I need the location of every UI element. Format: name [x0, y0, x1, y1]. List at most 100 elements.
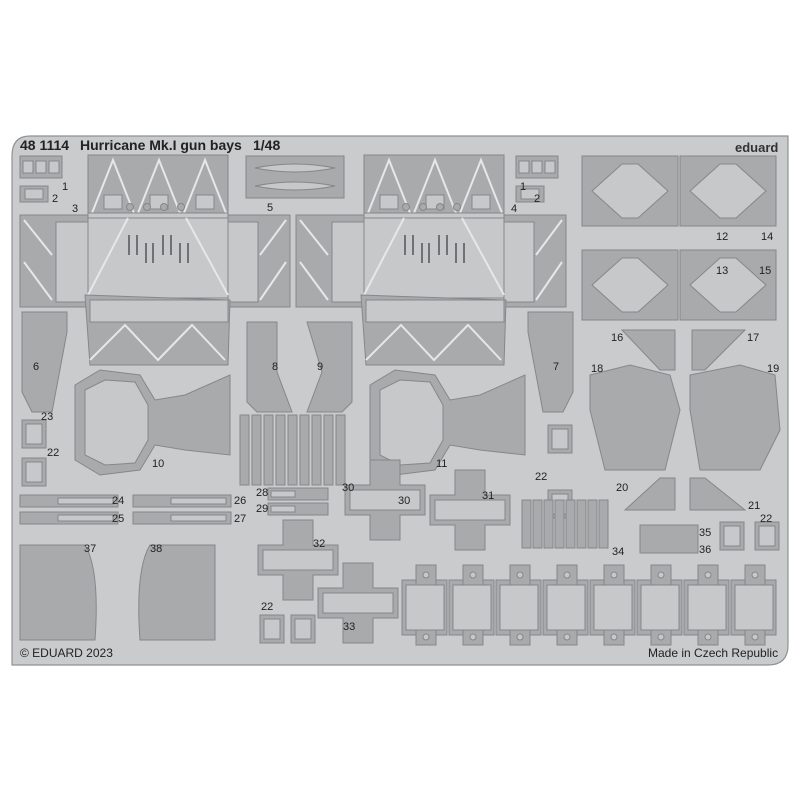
part-detail: [471, 194, 491, 210]
part-detail: [436, 203, 444, 211]
part-number-label: 21: [748, 500, 760, 512]
part-detail: [89, 323, 226, 362]
part-detail: [24, 188, 44, 200]
comb-tooth: [323, 414, 334, 486]
part-detail: [563, 633, 571, 641]
comb-tooth: [543, 499, 554, 549]
slot: [152, 243, 154, 263]
part-number-label: 4: [511, 203, 517, 215]
part-detail: [259, 219, 287, 301]
part-17: [691, 329, 747, 371]
parts-layer: [19, 154, 781, 646]
part-detail: [751, 571, 759, 579]
part-number-label: 10: [152, 458, 164, 470]
part-detail: [263, 618, 281, 640]
comb-tooth: [565, 499, 576, 549]
part-detail: [452, 584, 492, 631]
part-detail: [126, 203, 134, 211]
comb-tooth: [251, 414, 262, 486]
part-detail: [294, 618, 312, 640]
part-detail: [402, 203, 410, 211]
part-18: [589, 364, 681, 471]
slot: [136, 235, 138, 255]
part-detail: [35, 160, 47, 174]
part-detail: [57, 514, 114, 522]
part-number-label: 1: [62, 181, 68, 193]
part-detail: [143, 203, 151, 211]
part-detail: [183, 157, 227, 214]
part-number-label: 17: [747, 332, 759, 344]
part-detail: [25, 423, 43, 445]
part-number-label: 22: [47, 447, 59, 459]
part-number-label: 3: [72, 203, 78, 215]
part-detail: [170, 514, 227, 522]
part-detail: [23, 219, 53, 301]
origin-text: Made in Czech Republic: [648, 646, 778, 660]
part-detail: [331, 221, 365, 303]
slot: [170, 235, 172, 255]
part-number-label: 24: [112, 495, 124, 507]
comb-tooth: [287, 414, 298, 486]
part-detail: [516, 571, 524, 579]
part-21: [689, 477, 747, 511]
part-19: [689, 364, 781, 471]
part-detail: [160, 203, 168, 211]
slot: [128, 235, 130, 255]
part-detail: [299, 219, 329, 301]
part-detail: [87, 217, 229, 296]
part-detail: [177, 203, 185, 211]
part-detail: [419, 203, 427, 211]
part-number-label: 2: [52, 193, 58, 205]
part-detail: [137, 157, 181, 214]
part-number-label: 8: [272, 361, 278, 373]
part-number-label: 22: [535, 471, 547, 483]
part-detail: [413, 157, 457, 214]
part-detail: [84, 379, 149, 466]
slot: [463, 243, 465, 263]
part-detail: [610, 633, 618, 641]
slot: [404, 235, 406, 255]
part-detail: [254, 181, 336, 191]
part-number-label: 36: [699, 544, 711, 556]
part-number-label: 13: [716, 265, 728, 277]
part-detail: [563, 571, 571, 579]
part-number-label: 33: [343, 621, 355, 633]
part-number-label: 32: [313, 538, 325, 550]
part-detail: [518, 160, 530, 174]
comb-tooth: [311, 414, 322, 486]
part-number-label: 37: [84, 543, 96, 555]
part-16: [620, 329, 676, 371]
part-detail: [103, 194, 123, 210]
part-number-label: 28: [256, 487, 268, 499]
part-number-label: 2: [534, 193, 540, 205]
slot: [412, 235, 414, 255]
part-detail: [734, 584, 774, 631]
part-detail: [55, 221, 89, 303]
part-number-label: 18: [591, 363, 603, 375]
part-detail: [262, 549, 334, 571]
part-detail: [591, 257, 669, 313]
slot: [145, 243, 147, 263]
part-detail: [657, 633, 665, 641]
part-detail: [758, 525, 776, 547]
slot: [446, 235, 448, 255]
part-number-label: 31: [482, 490, 494, 502]
part-number-label: 7: [553, 361, 559, 373]
part-detail: [531, 160, 543, 174]
part-detail: [270, 490, 296, 498]
part-number-label: 5: [267, 202, 273, 214]
eduard-logo: eduard: [735, 140, 778, 155]
part-number-label: 30: [342, 482, 354, 494]
part-number-label: 22: [261, 601, 273, 613]
part-number-label: 12: [716, 231, 728, 243]
part-5: [245, 155, 345, 199]
part-number-label: 6: [33, 361, 39, 373]
part-detail: [170, 497, 227, 505]
part-detail: [469, 633, 477, 641]
part-detail: [723, 525, 741, 547]
comb-tooth: [587, 499, 598, 549]
part-detail: [322, 592, 394, 614]
trapezoid-part: [246, 321, 293, 413]
part-detail: [657, 571, 665, 579]
part-detail: [195, 194, 215, 210]
